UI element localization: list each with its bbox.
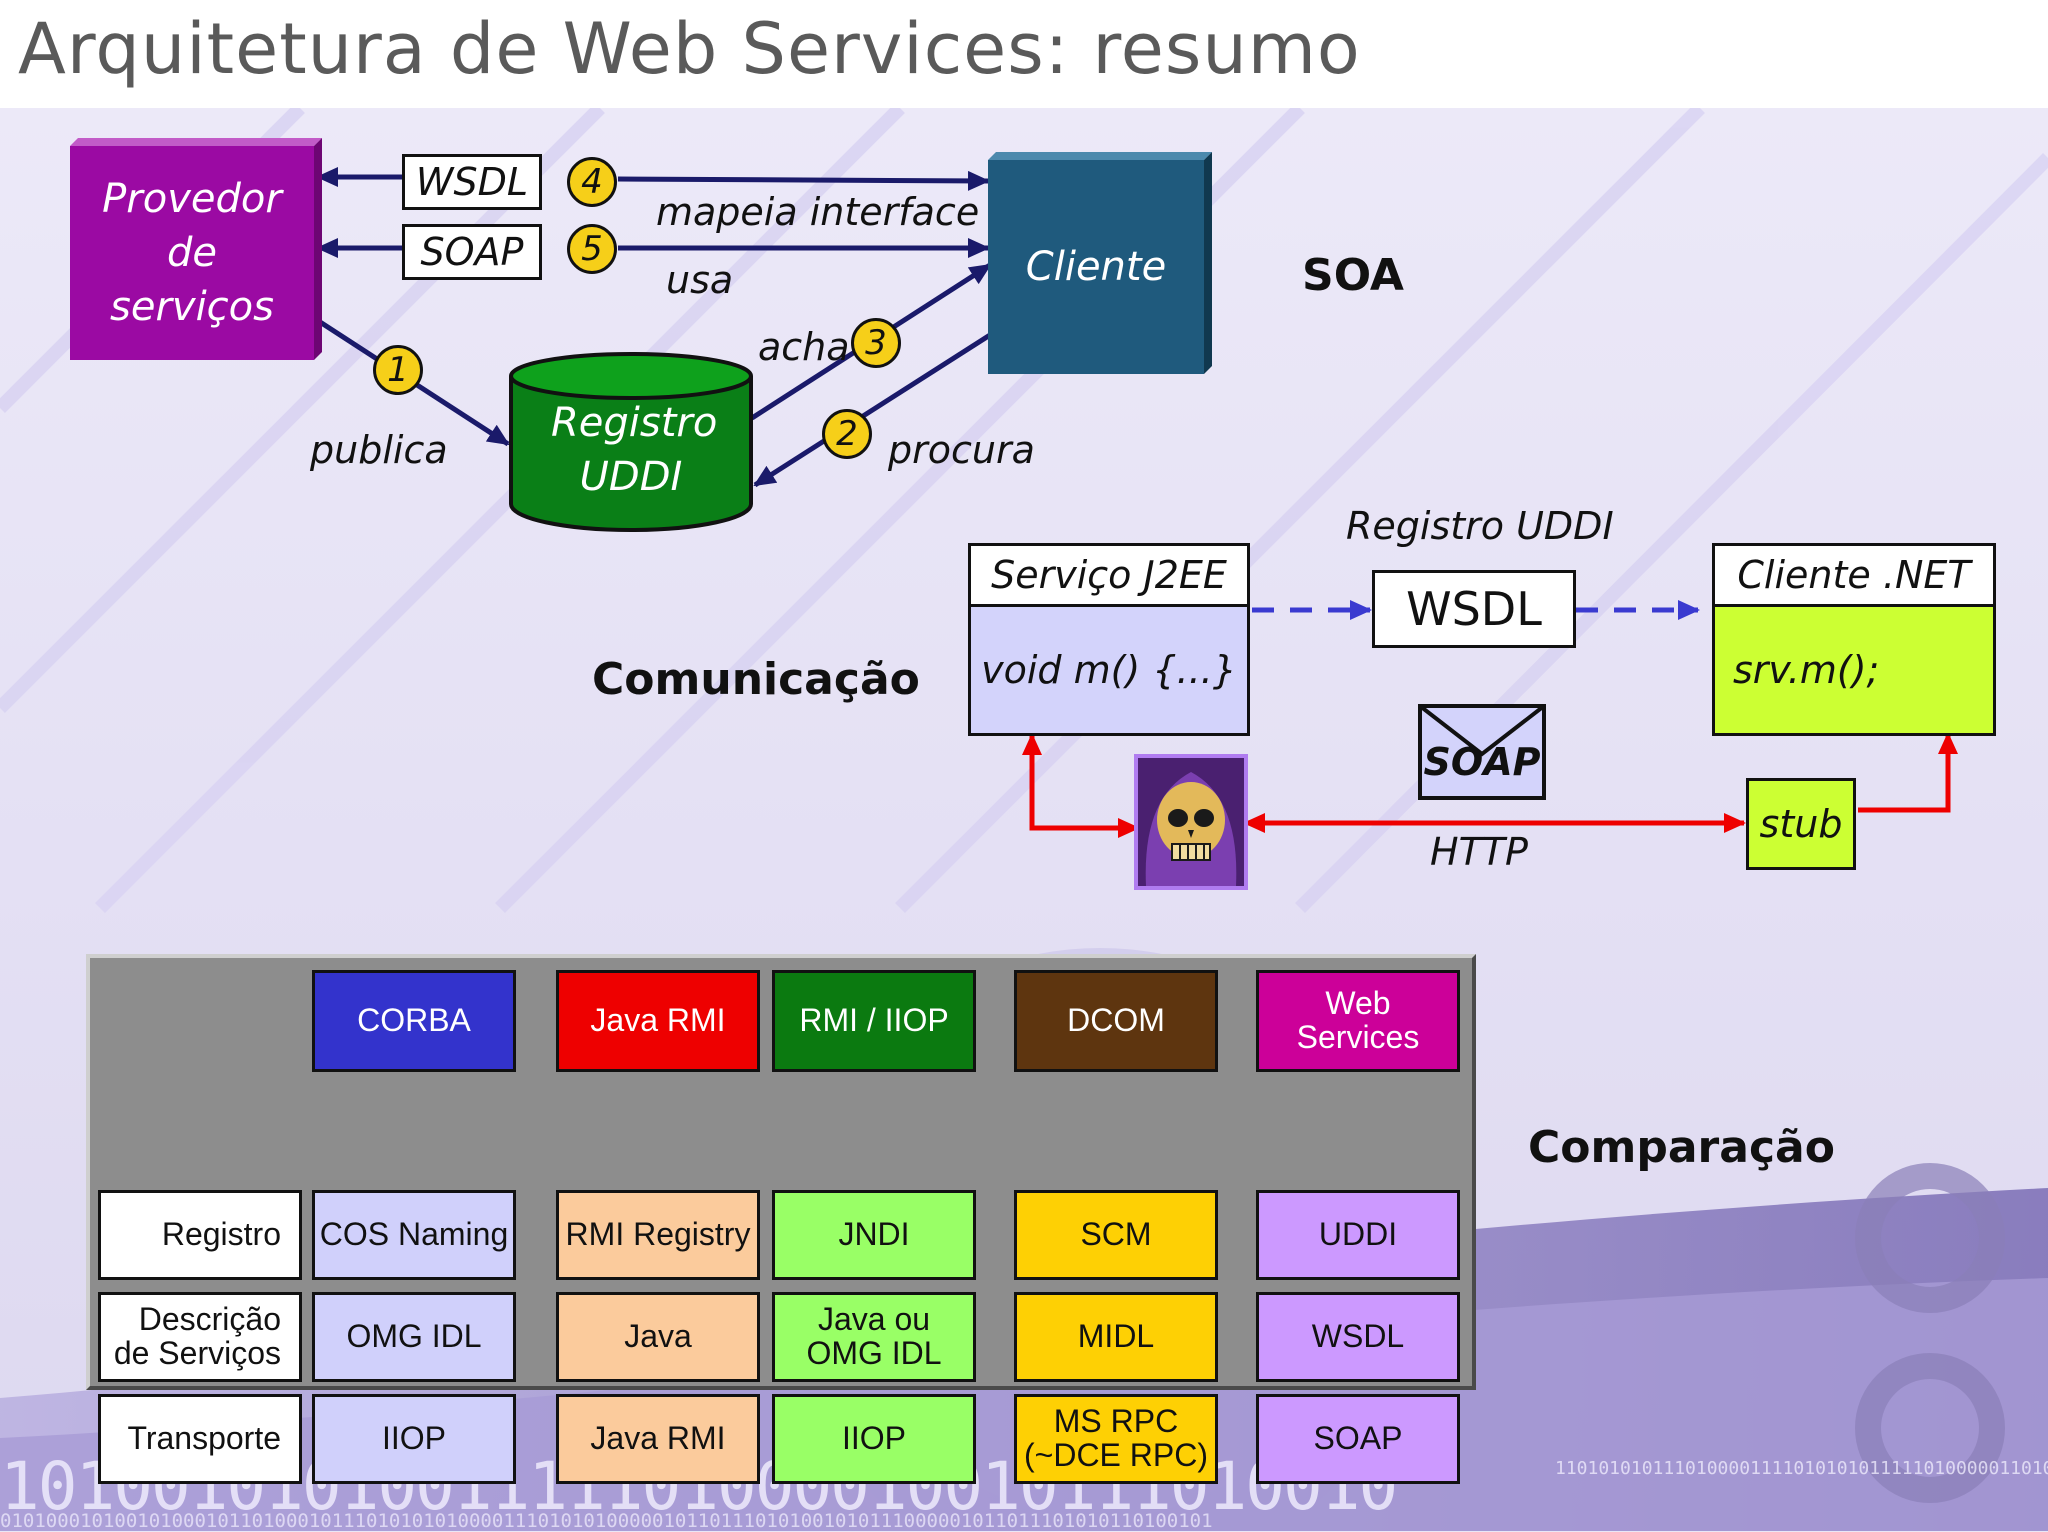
http-label: HTTP: [1430, 830, 1528, 874]
title-bar: [0, 0, 2048, 108]
service-provider-label: Provedor de serviços: [102, 176, 282, 330]
stub-box: stub: [1746, 778, 1856, 870]
column-header-0: CORBA: [312, 970, 516, 1072]
communication-heading: Comunicação: [592, 654, 920, 705]
dotnet-client-title: Cliente .NET: [1712, 543, 1996, 607]
communication-registry-label: Registro UDDI: [1346, 504, 1614, 548]
step-label-mapeia-interface: mapeia interface: [656, 190, 980, 234]
soap-envelope-label: SOAP: [1423, 740, 1541, 784]
j2ee-service-title: Serviço J2EE: [968, 543, 1250, 607]
uddi-registry-box: Registro UDDI: [508, 390, 754, 510]
service-provider-box: Provedor de serviços: [70, 146, 314, 360]
dotnet-client-code: srv.m();: [1712, 604, 1996, 736]
wsdl-tag: WSDL: [402, 154, 542, 210]
step-label-usa: usa: [666, 258, 734, 302]
table-cell-1-1: Java: [556, 1292, 760, 1382]
row-header-2: Transporte: [98, 1394, 302, 1484]
table-cell-0-1: RMI Registry: [556, 1190, 760, 1280]
communication-wsdl-box: WSDL: [1372, 570, 1576, 648]
table-cell-1-2: Java ou OMG IDL: [772, 1292, 976, 1382]
table-cell-2-3: MS RPC (~DCE RPC): [1014, 1394, 1218, 1484]
step-label-acha: acha: [758, 325, 850, 369]
soap-envelope-icon: [1418, 704, 1546, 800]
column-header-2: RMI / IIOP: [772, 970, 976, 1072]
column-header-4: Web Services: [1256, 970, 1460, 1072]
page-title: Arquitetura de Web Services: resumo: [18, 8, 1361, 90]
step-badge-2: 2: [822, 409, 872, 459]
client-box: Cliente: [988, 160, 1204, 374]
skeleton-box: [1134, 754, 1248, 890]
step-badge-3: 3: [851, 318, 901, 368]
step-badge-4: 4: [567, 157, 617, 207]
step-badge-1: 1: [373, 345, 423, 395]
binary-footer-bottom: 0101000101001010001011010001011101010101…: [0, 1510, 1213, 1532]
table-cell-1-0: OMG IDL: [312, 1292, 516, 1382]
comparison-heading: Comparação: [1528, 1122, 1835, 1173]
row-header-0: Registro: [98, 1190, 302, 1280]
table-cell-2-4: SOAP: [1256, 1394, 1460, 1484]
column-header-1: Java RMI: [556, 970, 760, 1072]
soap-tag: SOAP: [402, 224, 542, 280]
client-label: Cliente: [1025, 244, 1167, 290]
uddi-registry-label: Registro UDDI: [551, 400, 718, 500]
table-cell-0-3: SCM: [1014, 1190, 1218, 1280]
client-block-shape: [988, 152, 1212, 374]
table-cell-2-0: IIOP: [312, 1394, 516, 1484]
row-header-1: Descrição de Serviços: [98, 1292, 302, 1382]
soa-heading: SOA: [1302, 250, 1404, 301]
table-cell-1-3: MIDL: [1014, 1292, 1218, 1382]
table-cell-0-2: JNDI: [772, 1190, 976, 1280]
step-label-procura: procura: [888, 428, 1035, 472]
j2ee-service-code: void m() {...}: [968, 604, 1250, 736]
table-cell-2-2: IIOP: [772, 1394, 976, 1484]
provider-block-shape: [70, 138, 322, 360]
table-cell-0-0: COS Naming: [312, 1190, 516, 1280]
uddi-registry-cylinder: [509, 352, 753, 532]
binary-footer-small: 1101010101110100001111010101011111010000…: [1555, 1458, 2048, 1479]
table-cell-2-1: Java RMI: [556, 1394, 760, 1484]
step-badge-5: 5: [567, 224, 617, 274]
step-label-publica: publica: [310, 428, 448, 472]
column-header-3: DCOM: [1014, 970, 1218, 1072]
table-cell-0-4: UDDI: [1256, 1190, 1460, 1280]
skull-icon: [1138, 758, 1244, 886]
table-cell-1-4: WSDL: [1256, 1292, 1460, 1382]
